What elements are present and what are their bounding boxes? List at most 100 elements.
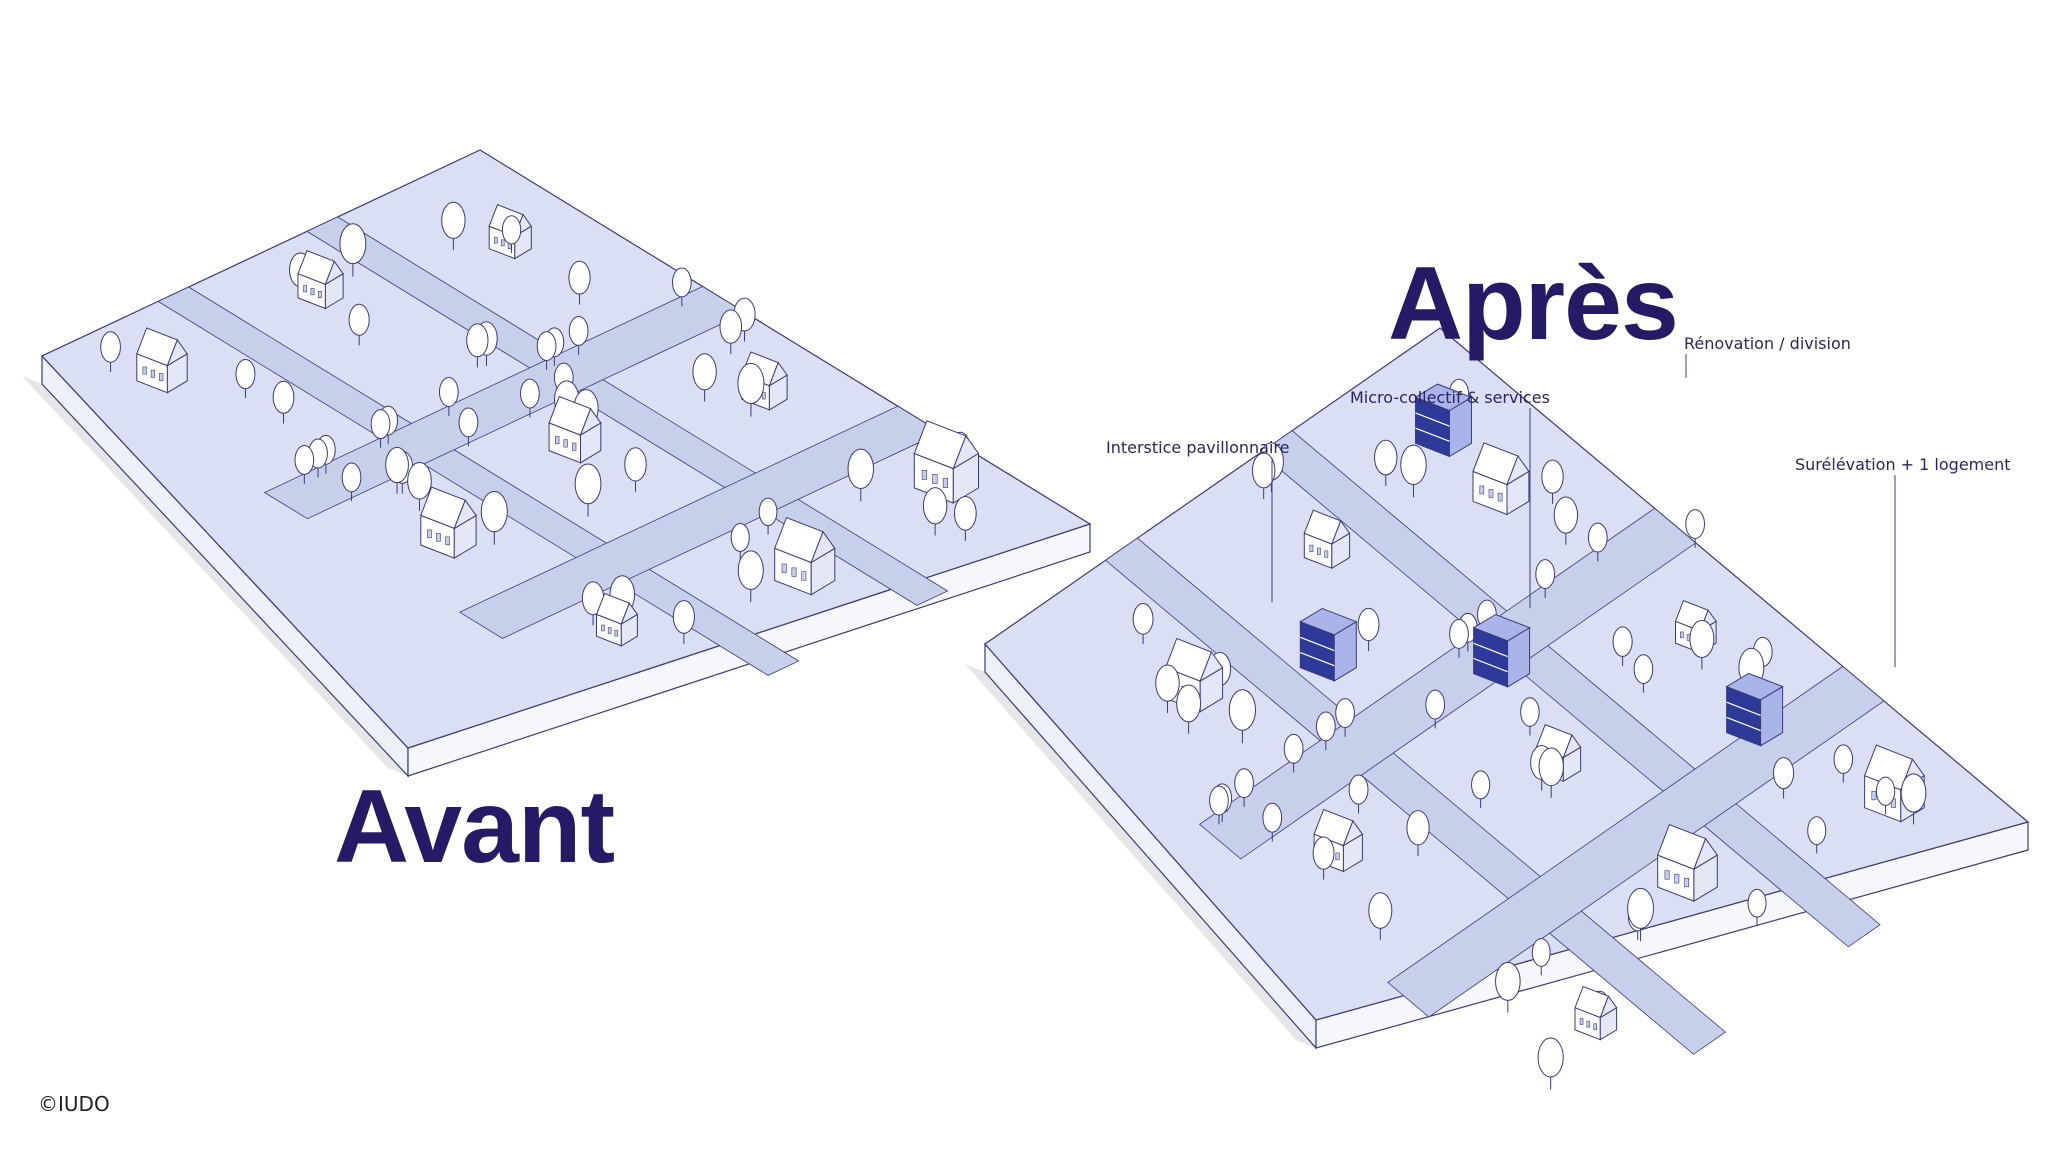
before-title: Avant xyxy=(334,769,615,885)
tree xyxy=(1537,1037,1564,1090)
tree xyxy=(1176,684,1202,734)
tree-crown xyxy=(385,446,409,484)
tree xyxy=(1900,773,1927,825)
window xyxy=(761,392,766,400)
building-roof-terrace xyxy=(1299,607,1358,636)
floor-line xyxy=(1300,636,1335,652)
tree xyxy=(672,600,695,644)
building-gable xyxy=(579,407,602,437)
tree-crown xyxy=(1612,626,1633,657)
building-gable xyxy=(1562,734,1582,759)
tree-crown xyxy=(100,331,121,363)
tree-crown xyxy=(574,463,602,505)
after-road-v-1 xyxy=(1387,665,1885,1018)
tree xyxy=(235,358,256,399)
tree-crown xyxy=(1228,689,1257,731)
tree-crown xyxy=(341,462,362,493)
tree xyxy=(1312,836,1335,880)
tree xyxy=(1234,768,1254,807)
tree xyxy=(1348,774,1369,814)
tree-crown xyxy=(1541,459,1564,494)
window xyxy=(932,474,938,484)
after-shadow xyxy=(965,664,1316,1048)
tree xyxy=(1374,439,1398,487)
tree-crown xyxy=(1685,509,1705,539)
building-gable xyxy=(453,499,477,530)
tree-crown xyxy=(1535,559,1556,590)
window xyxy=(310,288,315,296)
tree xyxy=(348,303,370,346)
tree-crown xyxy=(1406,810,1430,846)
before-road-u-1 xyxy=(157,286,800,676)
tree xyxy=(1400,444,1427,498)
before-road-u-0 xyxy=(306,216,949,606)
tree-crown xyxy=(348,303,370,336)
tree xyxy=(441,201,466,251)
tree xyxy=(1155,664,1180,713)
building-gable xyxy=(1342,819,1364,847)
tree-crown xyxy=(672,267,692,298)
tree-crown xyxy=(1251,452,1276,489)
tree-crown xyxy=(1833,744,1854,774)
new-build-micro_collectif xyxy=(1472,613,1531,688)
house xyxy=(1303,509,1351,570)
tree-crown xyxy=(407,462,432,500)
tree xyxy=(737,362,765,417)
building-gable xyxy=(952,434,980,470)
tree xyxy=(1283,733,1304,773)
tree xyxy=(1875,776,1896,815)
floor-line xyxy=(1726,701,1761,716)
tree-crown xyxy=(1900,773,1927,813)
building-gable xyxy=(1330,519,1351,546)
building-gable xyxy=(1506,454,1530,486)
tree-crown xyxy=(1553,496,1579,534)
tree xyxy=(1357,607,1380,652)
window xyxy=(150,369,156,378)
tree-crown xyxy=(1348,774,1369,805)
window xyxy=(1674,874,1680,884)
tree-crown xyxy=(719,309,743,344)
window xyxy=(801,571,807,581)
tree xyxy=(458,407,479,447)
tree-crown xyxy=(235,358,256,390)
tree xyxy=(1747,888,1767,927)
tree-crown xyxy=(1374,439,1398,476)
floor-line xyxy=(1473,657,1508,673)
tree xyxy=(100,331,121,373)
tree xyxy=(1541,459,1564,504)
building-gable xyxy=(1692,837,1719,871)
tree xyxy=(692,353,717,402)
tree-crown xyxy=(1209,785,1229,816)
tree xyxy=(1425,689,1446,729)
window xyxy=(1593,1023,1597,1031)
tree-crown xyxy=(1531,938,1551,967)
window xyxy=(494,236,498,244)
before-road-v-0 xyxy=(263,286,747,520)
tree xyxy=(719,309,743,355)
tree xyxy=(1495,961,1521,1013)
tree xyxy=(1209,785,1229,825)
tree xyxy=(1689,619,1715,670)
tree xyxy=(1406,810,1430,856)
house xyxy=(136,327,188,394)
building-gable xyxy=(768,361,788,387)
copyright-notice: ©IUDO xyxy=(38,1092,110,1116)
house xyxy=(1472,442,1530,516)
tree-crown xyxy=(737,550,764,591)
tree xyxy=(1449,618,1469,658)
tree xyxy=(847,448,875,502)
tree xyxy=(1262,802,1283,842)
house xyxy=(774,516,836,596)
tree-crown xyxy=(568,316,589,346)
tree xyxy=(1251,452,1276,500)
tree-crown xyxy=(272,380,295,414)
tree xyxy=(624,447,647,492)
house xyxy=(1574,985,1618,1041)
window xyxy=(436,533,441,542)
tree xyxy=(1471,770,1491,808)
before-roads xyxy=(157,216,949,676)
tree-crown xyxy=(520,378,540,409)
house xyxy=(913,420,980,504)
tree-crown xyxy=(294,445,315,475)
